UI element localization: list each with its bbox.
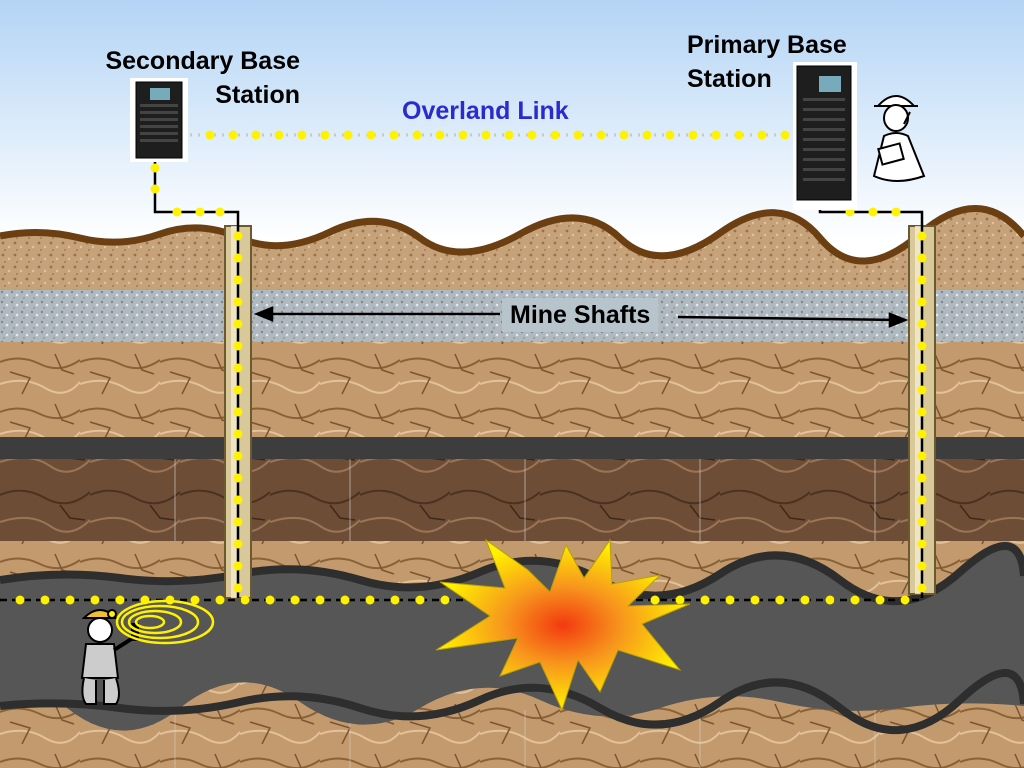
overland-link-cable <box>190 130 790 140</box>
left-shaft-cable-dots <box>150 163 243 593</box>
operator-with-radio-icon <box>872 95 926 182</box>
radio-wave-icon <box>115 599 215 645</box>
miner-with-radio-icon <box>80 609 139 705</box>
secondary-station-server-rack-icon <box>130 78 188 162</box>
tunnel-roof-edge <box>0 542 1024 606</box>
mine-shaft-arrows <box>253 306 909 328</box>
primary-station-server-rack-icon <box>793 62 857 210</box>
coal-seam <box>0 437 1024 459</box>
ground-surface-line <box>0 205 1024 265</box>
overland-link-label: Overland Link <box>402 97 569 125</box>
topsoil-layer <box>0 208 1024 292</box>
lower-block-lines <box>174 710 876 768</box>
primary-base-station-label: Primary Base Station <box>687 31 847 93</box>
tunnel-floor-edge <box>0 669 1024 735</box>
rock-layer <box>0 342 1024 438</box>
dark-rock-layer <box>0 459 1024 541</box>
mine-shafts-label: Mine Shafts <box>502 298 659 332</box>
explosion-icon <box>435 538 691 712</box>
rock-block-lines <box>174 459 876 541</box>
right-shaft-cable-dots <box>845 207 927 593</box>
secondary-base-station-label: Secondary Base Station <box>105 47 300 109</box>
